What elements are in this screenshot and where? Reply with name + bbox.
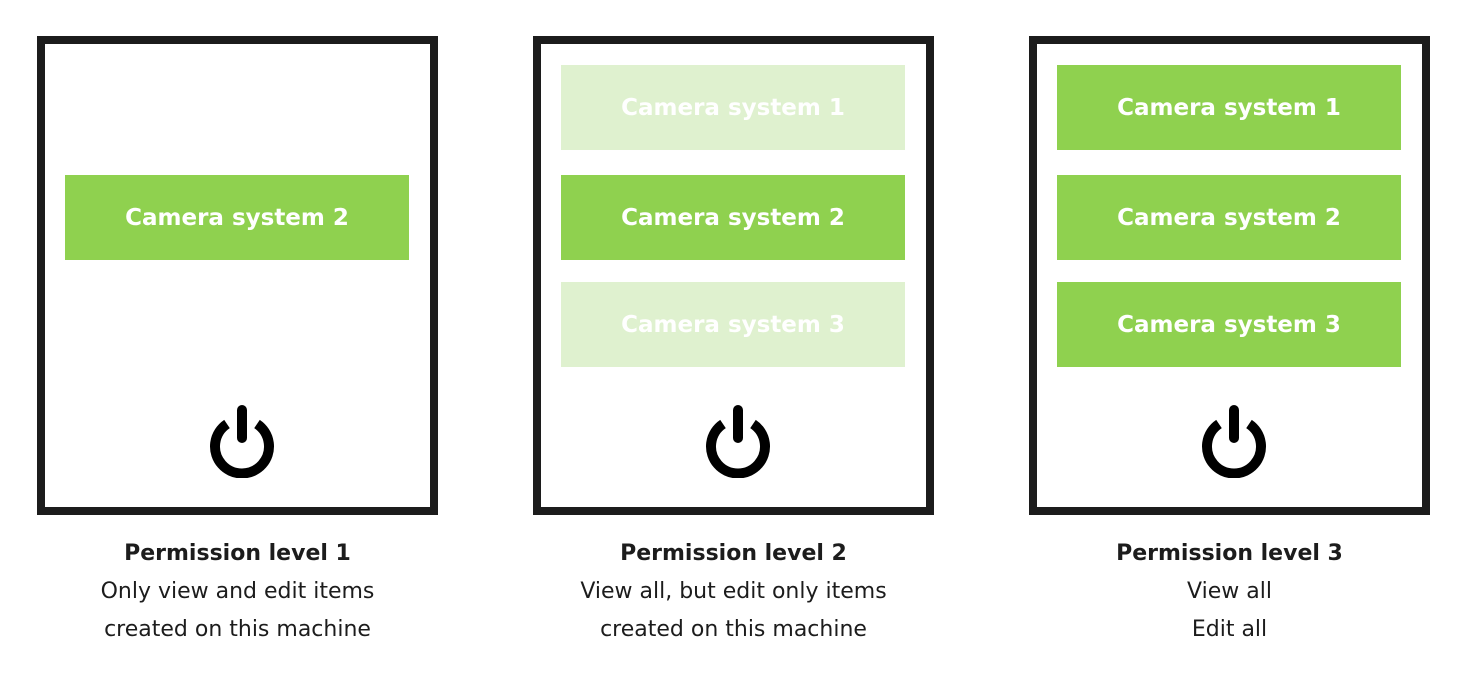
caption-title: Permission level 1 bbox=[124, 541, 351, 566]
camera-system-3-button[interactable]: Camera system 3 bbox=[1057, 282, 1401, 367]
caption-line: Edit all bbox=[1191, 617, 1268, 642]
caption-level-3: Permission level 3 View all Edit all bbox=[1029, 535, 1430, 649]
caption-title: Permission level 2 bbox=[620, 541, 847, 566]
power-icon[interactable] bbox=[207, 402, 277, 478]
power-icon[interactable] bbox=[703, 402, 773, 478]
power-icon[interactable] bbox=[1199, 402, 1269, 478]
caption-line: created on this machine bbox=[104, 617, 371, 642]
caption-line: View all bbox=[1187, 579, 1272, 604]
caption-level-1: Permission level 1 Only view and edit it… bbox=[37, 535, 438, 649]
device-panel-level-1: Camera system 2 bbox=[37, 36, 438, 515]
camera-system-2-button[interactable]: Camera system 2 bbox=[65, 175, 409, 260]
device-panel-level-2: Camera system 1 Camera system 2 Camera s… bbox=[533, 36, 934, 515]
camera-system-2-button[interactable]: Camera system 2 bbox=[1057, 175, 1401, 260]
camera-system-2-button[interactable]: Camera system 2 bbox=[561, 175, 905, 260]
camera-system-1-button[interactable]: Camera system 1 bbox=[1057, 65, 1401, 150]
caption-line: Only view and edit items bbox=[100, 579, 375, 604]
camera-system-1-button[interactable]: Camera system 1 bbox=[561, 65, 905, 150]
device-panel-level-3: Camera system 1 Camera system 2 Camera s… bbox=[1029, 36, 1430, 515]
caption-line: created on this machine bbox=[600, 617, 867, 642]
caption-title: Permission level 3 bbox=[1116, 541, 1343, 566]
caption-line: View all, but edit only items bbox=[580, 579, 887, 604]
caption-level-2: Permission level 2 View all, but edit on… bbox=[533, 535, 934, 649]
camera-system-3-button[interactable]: Camera system 3 bbox=[561, 282, 905, 367]
